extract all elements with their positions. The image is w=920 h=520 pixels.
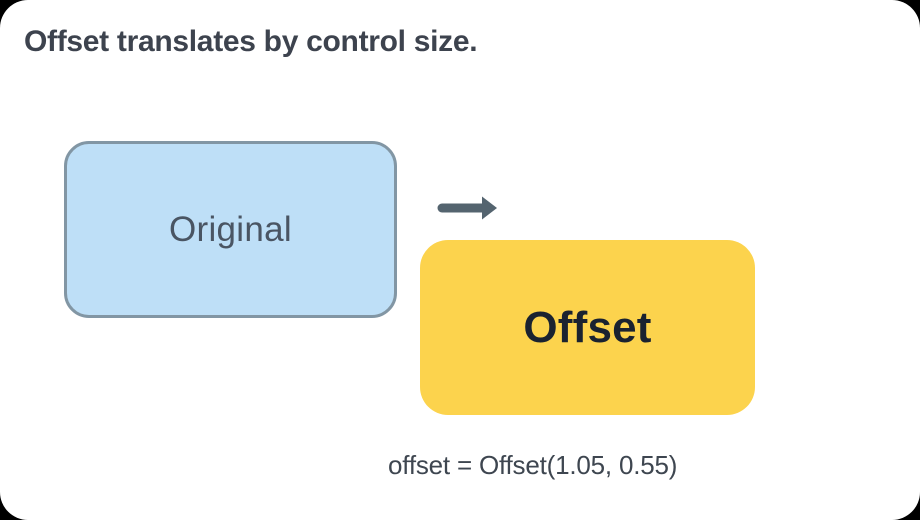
- code-caption: offset = Offset(1.05, 0.55): [388, 450, 678, 480]
- original-box: Original: [64, 141, 397, 318]
- offset-box: Offset: [420, 240, 755, 415]
- offset-box-label: Offset: [523, 302, 652, 352]
- original-box-label: Original: [168, 209, 292, 249]
- right-arrow-icon: [437, 196, 497, 220]
- diagram-title: Offset translates by control size.: [24, 25, 478, 58]
- right-arrow-head: [482, 196, 497, 220]
